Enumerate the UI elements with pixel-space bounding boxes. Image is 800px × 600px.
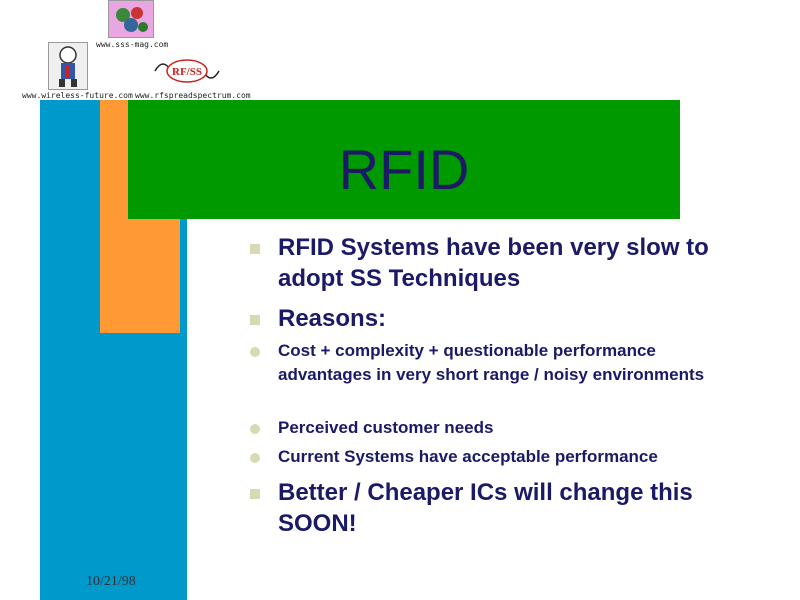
sub-bullet-text: Current Systems have acceptable performa… xyxy=(278,447,658,466)
square-bullet-icon xyxy=(250,315,260,325)
circle-bullet-icon xyxy=(250,453,260,463)
sss-mag-url: www.sss-mag.com xyxy=(96,40,169,49)
square-bullet-icon xyxy=(250,244,260,254)
bullet-text: Reasons: xyxy=(278,305,387,332)
bullet-item: Reasons: xyxy=(250,303,790,334)
sub-bullet-text: Cost + complexity + questionable perform… xyxy=(278,341,705,384)
bullet-text: RFID Systems have been very slow to adop… xyxy=(278,234,709,292)
wireless-future-logo-icon xyxy=(48,42,88,90)
bullet-item: RFID Systems have been very slow to adop… xyxy=(250,232,790,294)
slide-date: 10/21/98 xyxy=(86,574,136,589)
sub-bullet-text: Perceived customer needs xyxy=(278,418,494,437)
sub-bullet-item: Perceived customer needs xyxy=(250,416,790,440)
svg-text:RF/SS: RF/SS xyxy=(172,66,202,78)
bullet-text: Better / Cheaper ICs will change this SO… xyxy=(278,479,693,537)
wireless-future-url: www.wireless-future.com xyxy=(22,91,133,100)
circle-bullet-icon xyxy=(250,424,260,434)
bullet-item: Better / Cheaper ICs will change this SO… xyxy=(250,477,790,539)
title-background-box xyxy=(128,100,680,219)
sss-mag-logo-icon xyxy=(108,0,154,38)
sub-bullet-item: Current Systems have acceptable performa… xyxy=(250,445,790,469)
slide-title: RFID xyxy=(338,138,470,201)
square-bullet-icon xyxy=(250,489,260,499)
rfss-logo-icon: RF/SS xyxy=(153,52,221,90)
rfspread-url: www.rfspreadspectrum.com xyxy=(135,91,251,100)
sub-bullet-item: Cost + complexity + questionable perform… xyxy=(250,339,790,387)
circle-bullet-icon xyxy=(250,347,260,357)
